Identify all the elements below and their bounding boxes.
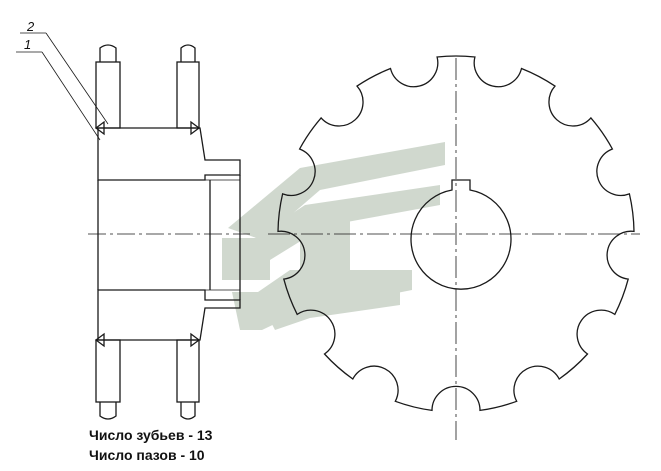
front-view — [268, 55, 640, 440]
callout-label-1: 1 — [24, 37, 32, 52]
side-section-view — [88, 44, 250, 420]
callout-label-2: 2 — [27, 19, 35, 34]
sprocket-outline — [277, 55, 635, 412]
upper-right-tooth-section — [176, 61, 200, 129]
upper-left-tooth-section — [95, 61, 121, 129]
slots-count-label: Число пазов - 10 — [89, 447, 205, 463]
lower-left-tooth-section — [95, 339, 121, 403]
hub-upper-section — [97, 127, 241, 181]
callout-leaders — [16, 32, 109, 141]
bore-keyway — [410, 179, 512, 290]
teeth-count-label: Число зубьев - 13 — [89, 427, 213, 443]
watermark-logo — [222, 142, 445, 330]
hub-lower-section — [97, 289, 241, 341]
lower-right-tooth-section — [176, 339, 200, 403]
